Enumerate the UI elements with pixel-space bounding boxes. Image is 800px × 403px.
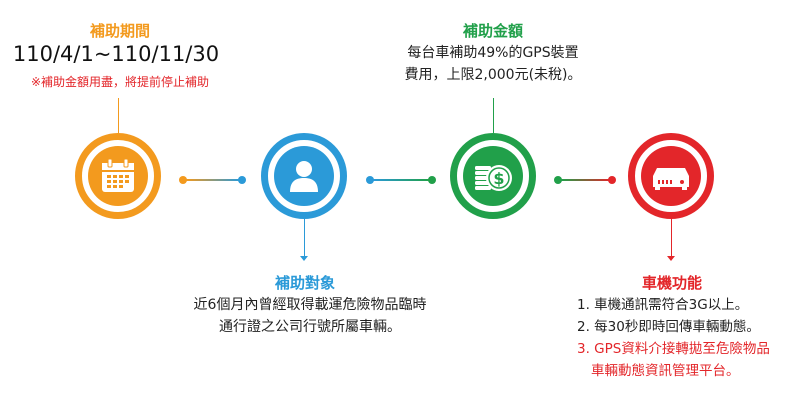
coins-dollar-icon: $ bbox=[463, 146, 523, 206]
connector-dot bbox=[428, 176, 436, 184]
target-text: 近6個月內曾經取得載運危險物品臨時 通行證之公司行號所屬車輛。 bbox=[160, 294, 460, 338]
amount-circle: $ bbox=[450, 133, 536, 219]
period-title: 補助期間 bbox=[89, 22, 150, 40]
arrow-down-icon bbox=[300, 256, 308, 261]
connector-dot bbox=[554, 176, 562, 184]
amount-line: 每台車補助49%的GPS裝置 bbox=[407, 45, 579, 61]
connector-dot bbox=[238, 176, 246, 184]
function-connector bbox=[671, 219, 672, 259]
function-list: 1. 車機通訊需符合3G以上。 2. 每30秒即時回傳車輛動態。 3. GPS資… bbox=[577, 294, 799, 382]
period-dates: 110/4/1~110/11/30 bbox=[12, 42, 220, 66]
period-note: ※補助金額用盡，將提前停止補助 bbox=[30, 75, 210, 89]
connector-line bbox=[186, 179, 240, 181]
period-connector bbox=[118, 98, 119, 133]
target-connector bbox=[304, 219, 305, 259]
connector-dot bbox=[179, 176, 187, 184]
amount-title: 補助金額 bbox=[462, 22, 523, 40]
function-circle bbox=[628, 133, 714, 219]
connector-line bbox=[561, 179, 611, 181]
amount-text: 每台車補助49%的GPS裝置 費用，上限2,000元(未稅)。 bbox=[353, 42, 633, 86]
amount-connector bbox=[493, 98, 494, 133]
period-circle bbox=[75, 133, 161, 219]
target-title: 補助對象 bbox=[274, 274, 335, 292]
function-item: 1. 車機通訊需符合3G以上。 bbox=[577, 297, 749, 313]
connector-line bbox=[373, 179, 429, 181]
function-item: 車輛動態資訊管理平台。 bbox=[591, 363, 740, 379]
person-icon bbox=[274, 146, 334, 206]
gps-device-icon bbox=[641, 146, 701, 206]
connector-dot bbox=[608, 176, 616, 184]
function-title: 車機功能 bbox=[641, 274, 702, 292]
arrow-down-icon bbox=[667, 256, 675, 261]
target-line: 近6個月內曾經取得載運危險物品臨時 bbox=[193, 297, 427, 313]
function-item: 2. 每30秒即時回傳車輛動態。 bbox=[577, 319, 760, 335]
amount-line: 費用，上限2,000元(未稅)。 bbox=[404, 67, 582, 83]
function-item: 3. GPS資料介接轉拋至危險物品 bbox=[577, 341, 770, 357]
target-circle bbox=[261, 133, 347, 219]
target-line: 通行證之公司行號所屬車輛。 bbox=[219, 319, 401, 335]
calendar-icon bbox=[88, 146, 148, 206]
svg-text:$: $ bbox=[493, 169, 504, 188]
connector-dot bbox=[366, 176, 374, 184]
